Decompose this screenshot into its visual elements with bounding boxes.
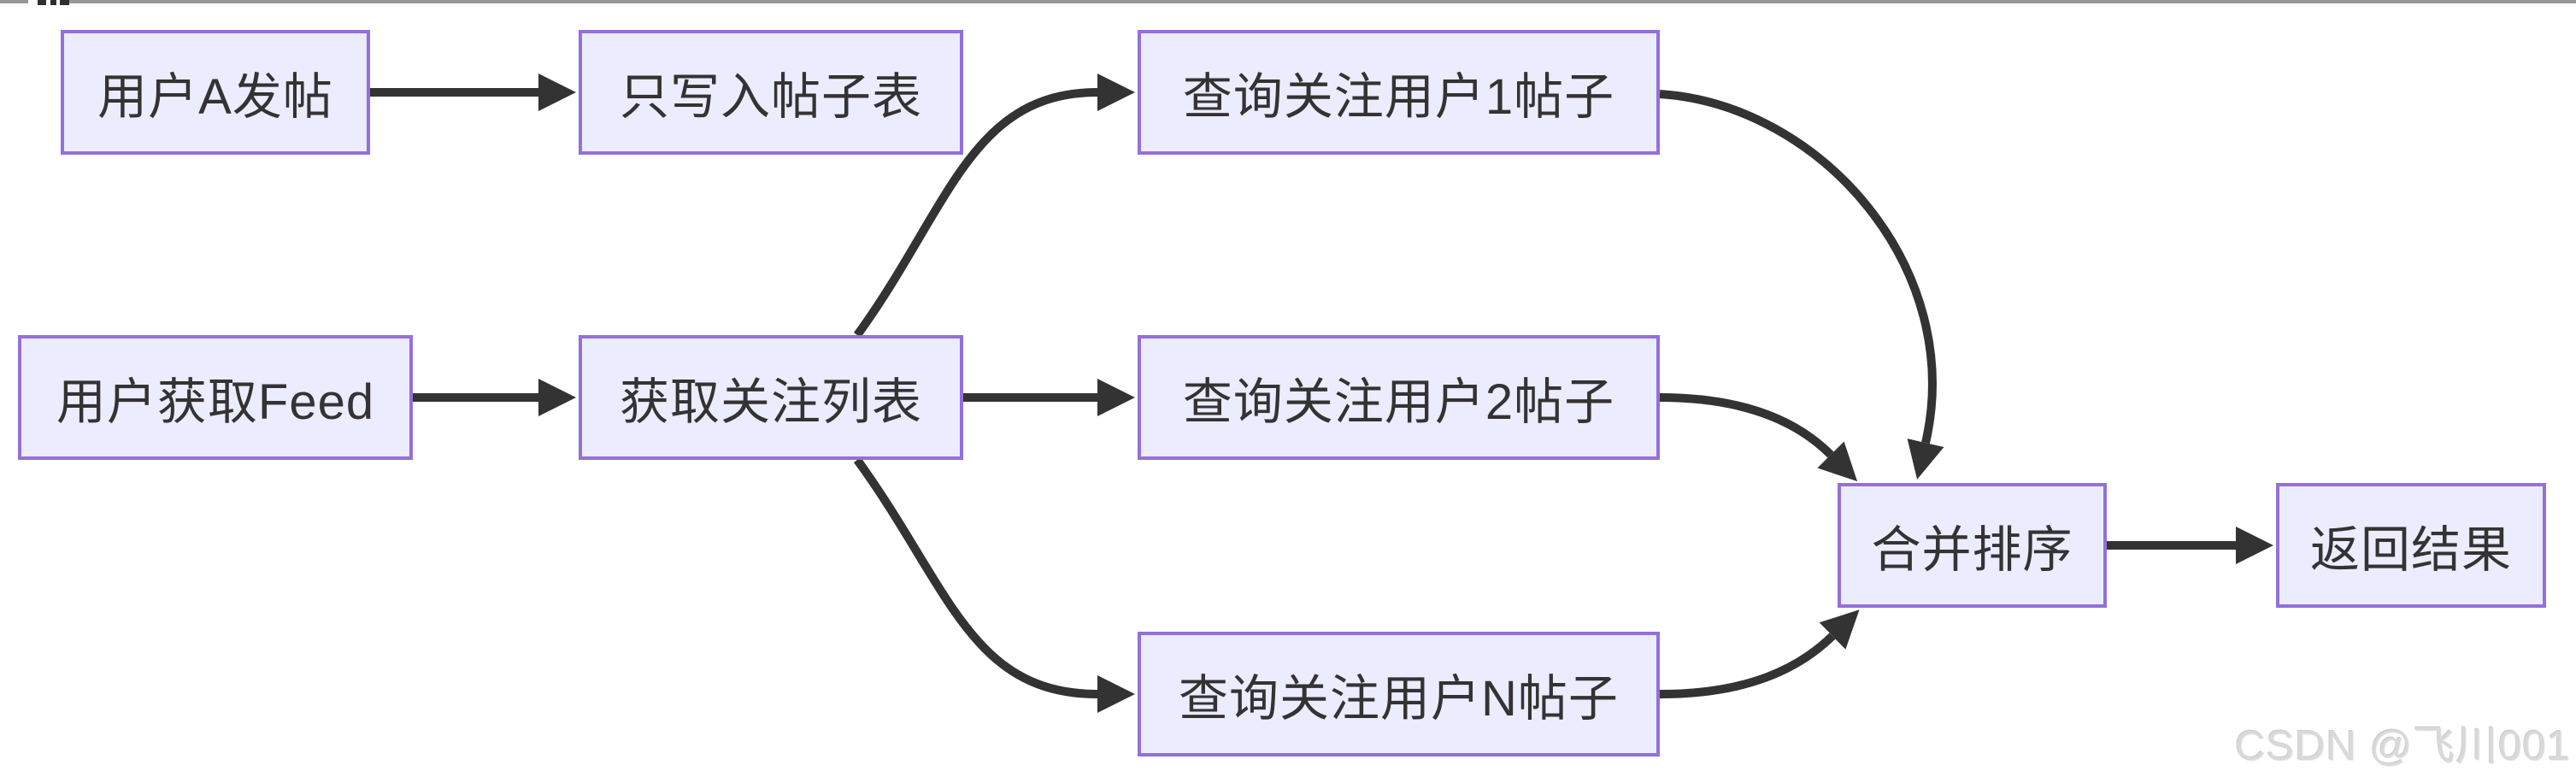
node-write-post-table: 只写入帖子表 — [579, 30, 963, 155]
node-user-get-feed: 用户获取Feed — [18, 335, 413, 460]
node-get-follow-list: 获取关注列表 — [579, 335, 963, 460]
node-query-user2-posts: 查询关注用户2帖子 — [1138, 335, 1660, 460]
node-return-result: 返回结果 — [2276, 483, 2546, 608]
clipped-text-fragment — [38, 0, 46, 5]
edge-queryN-to-merge — [1659, 609, 1860, 698]
csdn-watermark: CSDN @飞川001 — [2235, 723, 2571, 769]
node-query-userN-posts: 查询关注用户N帖子 — [1138, 632, 1660, 757]
edge-query1-to-merge — [1659, 90, 1944, 480]
node-user-a-post: 用户A发帖 — [61, 30, 370, 155]
clipped-text-fragment — [50, 0, 56, 5]
edge-query2-to-merge — [1659, 393, 1858, 482]
node-merge-sort: 合并排序 — [1838, 483, 2107, 608]
top-strip — [0, 0, 2576, 5]
edge-followlist-to-query1 — [853, 74, 1135, 338]
clipped-text-fragment — [60, 0, 69, 5]
top-strip-gap — [28, 0, 68, 3]
edge-followlist-to-queryN — [853, 457, 1135, 713]
node-query-user1-posts: 查询关注用户1帖子 — [1138, 30, 1660, 155]
